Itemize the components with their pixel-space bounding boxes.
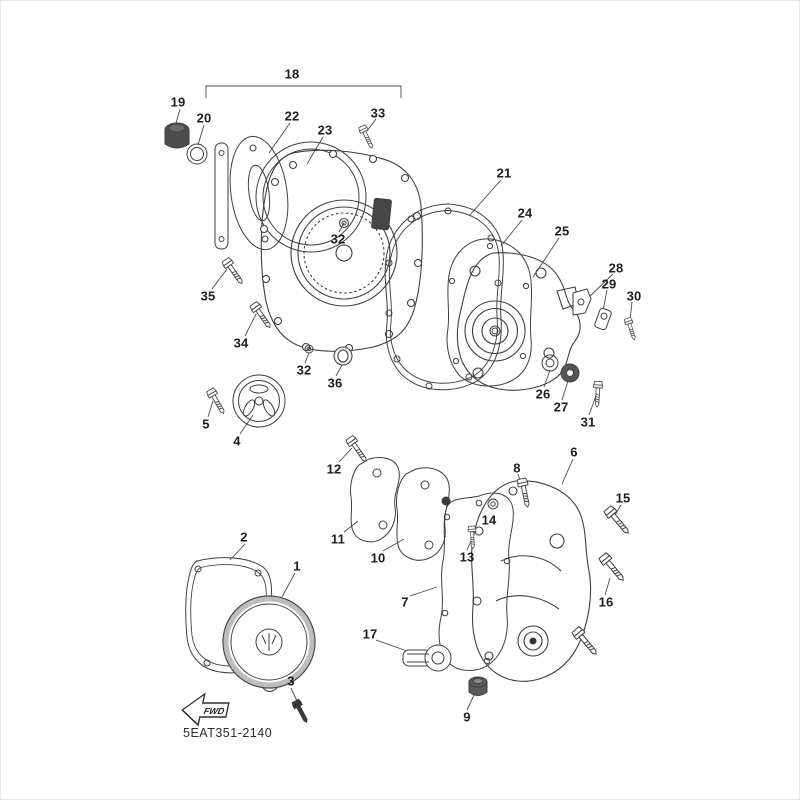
gasket-23 — [255, 141, 367, 253]
generator-cover-1 — [222, 595, 316, 692]
gasket-21 — [384, 203, 504, 391]
bolt-33 — [357, 124, 377, 151]
grommet-9 — [468, 676, 488, 696]
gasket-7 — [438, 492, 514, 671]
bolt-30 — [623, 316, 639, 342]
bolt-31 — [592, 380, 604, 408]
dowel-14 — [487, 498, 499, 510]
bolt-12 — [344, 434, 371, 465]
leader-lines — [175, 85, 633, 711]
assembly-18-bracket — [205, 85, 402, 98]
plate-29 — [594, 307, 612, 331]
bolt-16 — [597, 551, 628, 585]
side-plate-22 — [214, 135, 289, 251]
plate-10 — [396, 467, 451, 561]
starter-idler-17 — [402, 644, 452, 672]
bracket-28 — [572, 288, 592, 316]
grommet-27 — [560, 363, 580, 383]
yamaha-tuning-fork-logo — [255, 628, 283, 656]
diagram-code: 5EAT351-2140 — [183, 726, 273, 740]
bolt-5 — [205, 387, 229, 417]
pickup-cover-25 — [456, 252, 581, 391]
plug-36 — [333, 346, 353, 366]
washer-26 — [541, 354, 559, 372]
fwd-arrow: FWD — [181, 692, 230, 727]
oil-filler-cap-19 — [164, 122, 190, 149]
o-ring-20 — [186, 143, 208, 165]
crankcase-cover-left-18 — [259, 149, 423, 353]
dowel-32-top — [338, 217, 350, 229]
crankcase-cover-right-6 — [471, 480, 592, 682]
gasket-24 — [446, 238, 533, 387]
plate-11 — [350, 457, 400, 543]
fwd-arrow-label: FWD — [203, 706, 226, 716]
bolt-3-dark — [291, 698, 308, 723]
pulser-plate-4 — [232, 374, 286, 428]
dowel-32-bottom — [304, 344, 314, 354]
